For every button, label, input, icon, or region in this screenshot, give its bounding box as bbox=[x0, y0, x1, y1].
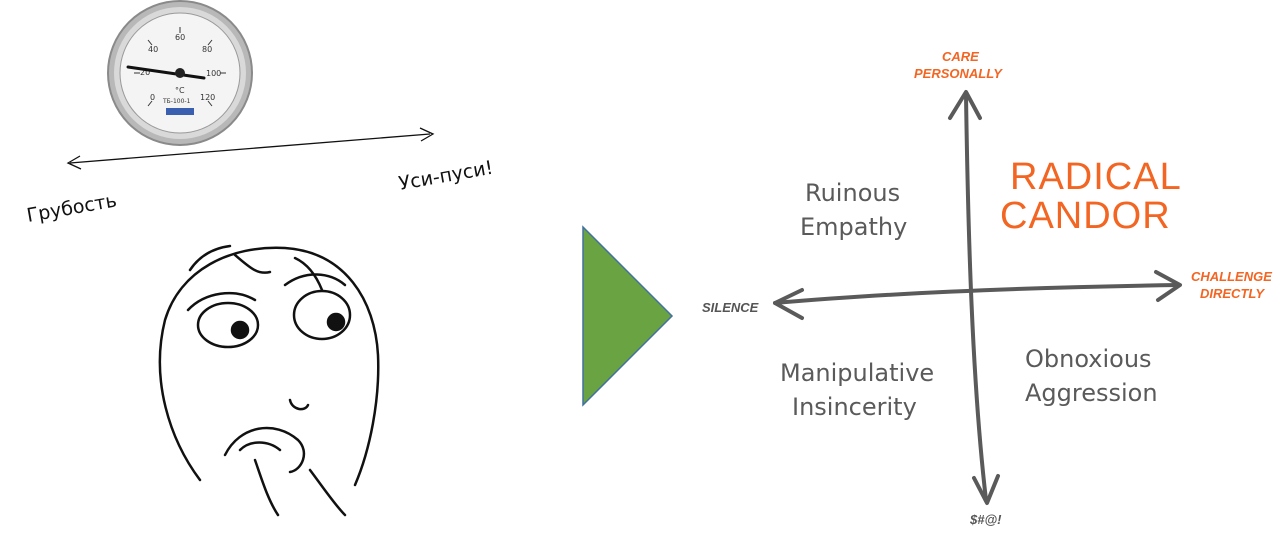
scale-right-label: Уси-пуси! bbox=[397, 157, 495, 195]
gauge-brand-logo bbox=[166, 108, 194, 115]
gauge-number-120: 120 bbox=[200, 93, 215, 102]
quadrant-obnoxious-aggression-line2: Aggression bbox=[1025, 379, 1158, 407]
quadrant-ruinous-empathy-line1: Ruinous bbox=[805, 179, 900, 207]
gauge-model: ТБ-100-1 bbox=[162, 98, 191, 105]
axis-right-label-line2: DIRECTLY bbox=[1200, 286, 1265, 301]
gauge-number-0: 0 bbox=[150, 93, 155, 102]
gentleness-scale bbox=[66, 127, 435, 170]
quadrant-radical-candor-line1: RADICAL bbox=[1010, 156, 1182, 198]
axis-right-label-line1: CHALLENGE bbox=[1191, 269, 1272, 284]
arrow-right-icon bbox=[419, 127, 435, 142]
gauge-number-60: 60 bbox=[175, 33, 185, 42]
axis-bottom-label: $#@! bbox=[969, 512, 1002, 527]
radical-candor-axes bbox=[773, 90, 1182, 505]
gauge-unit: °C bbox=[175, 86, 185, 95]
play-triangle-icon bbox=[582, 225, 674, 407]
quadrant-obnoxious-aggression-line1: Obnoxious bbox=[1025, 345, 1152, 373]
thermometer-gauge: 0 20 40 60 80 100 120 °C ТБ-100-1 bbox=[107, 0, 253, 146]
gauge-number-20: 20 bbox=[140, 68, 150, 77]
arrow-left-icon bbox=[66, 155, 82, 170]
axis-left-label: SILENCE bbox=[702, 300, 759, 315]
axis-up-arrow-icon bbox=[948, 90, 982, 120]
axis-down-arrow-icon bbox=[972, 474, 1000, 505]
quadrant-manipulative-insincerity-line2: Insincerity bbox=[792, 393, 917, 421]
quadrant-manipulative-insincerity-line1: Manipulative bbox=[780, 359, 934, 387]
scale-left-label: Грубость bbox=[25, 189, 118, 226]
axis-top-label-line1: CARE bbox=[942, 49, 979, 64]
axis-left-arrow-icon bbox=[773, 288, 804, 320]
gauge-number-100: 100 bbox=[206, 69, 221, 78]
axis-right-arrow-icon bbox=[1154, 270, 1182, 302]
axis-top-label-line2: PERSONALLY bbox=[914, 66, 1003, 81]
quadrant-ruinous-empathy-line2: Empathy bbox=[800, 213, 907, 241]
gauge-needle bbox=[126, 65, 206, 80]
thinking-face-icon bbox=[158, 244, 380, 517]
quadrant-radical-candor-line2: CANDOR bbox=[1000, 195, 1171, 237]
gauge-number-40: 40 bbox=[148, 45, 158, 54]
gauge-number-80: 80 bbox=[202, 45, 212, 54]
